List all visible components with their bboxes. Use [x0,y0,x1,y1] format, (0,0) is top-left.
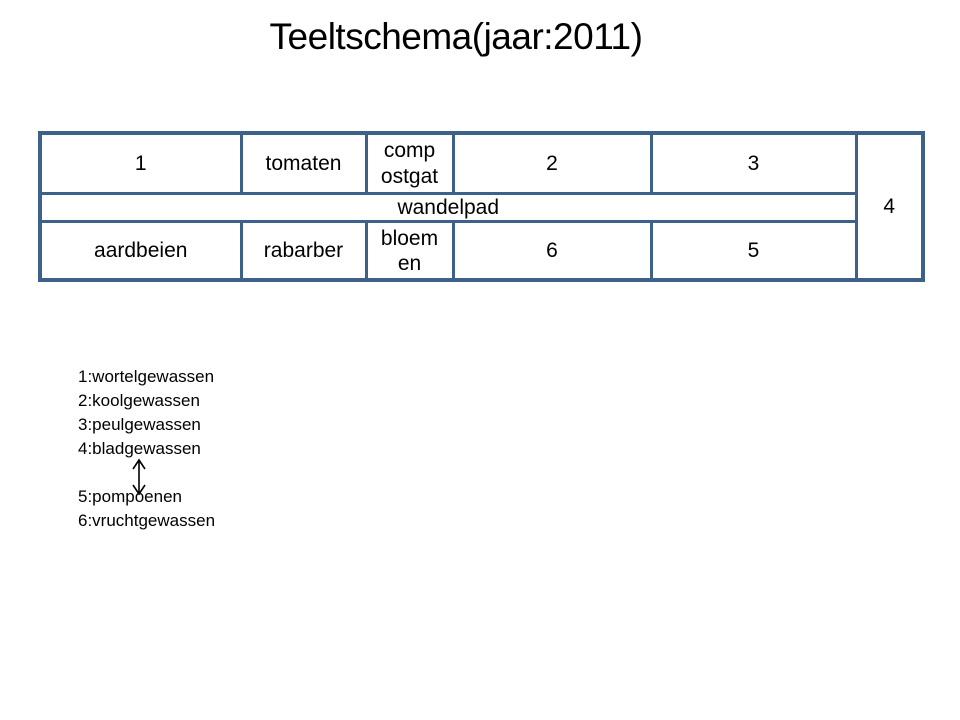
cell-tomaten: tomaten [239,131,368,195]
cell-rabarber: rabarber [239,220,368,282]
legend-item: 6:vruchtgewassen [78,511,216,530]
cell-bloemen: bloem en [364,220,455,282]
table-row: aardbeien rabarber bloem en 6 5 [38,220,923,282]
cell-plot-6: 6 [451,220,653,282]
teeltschema-table: 1 tomaten comp ostgat 2 3 4 wandelpad aa… [38,131,925,283]
cell-aardbeien: aardbeien [38,220,243,282]
table-row: wandelpad [38,191,923,224]
cell-wandelpad: wandelpad [38,191,858,224]
cell-plot-3: 3 [649,131,858,195]
vertical-double-arrow-icon [132,458,146,496]
table-row: 1 tomaten comp ostgat 2 3 4 [38,131,925,282]
cell-plot-4: 4 [854,131,925,282]
cell-compostgat: comp ostgat [364,131,455,195]
legend-item: 3:peulgewassen [78,415,201,434]
cell-plot-2: 2 [451,131,653,195]
slide-title: Teeltschema(jaar:2011) [269,16,643,57]
legend: 1:wortelgewassen 2:koolgewassen 3:peulge… [78,365,215,533]
legend-item: 1:wortelgewassen [78,367,215,386]
legend-item: 5:pompoenen [78,487,182,506]
legend-item: 2:koolgewassen [78,391,200,410]
legend-item: 4:bladgewassen [78,439,201,458]
cell-plot-1: 1 [38,131,243,195]
cell-plot-5: 5 [649,220,858,282]
